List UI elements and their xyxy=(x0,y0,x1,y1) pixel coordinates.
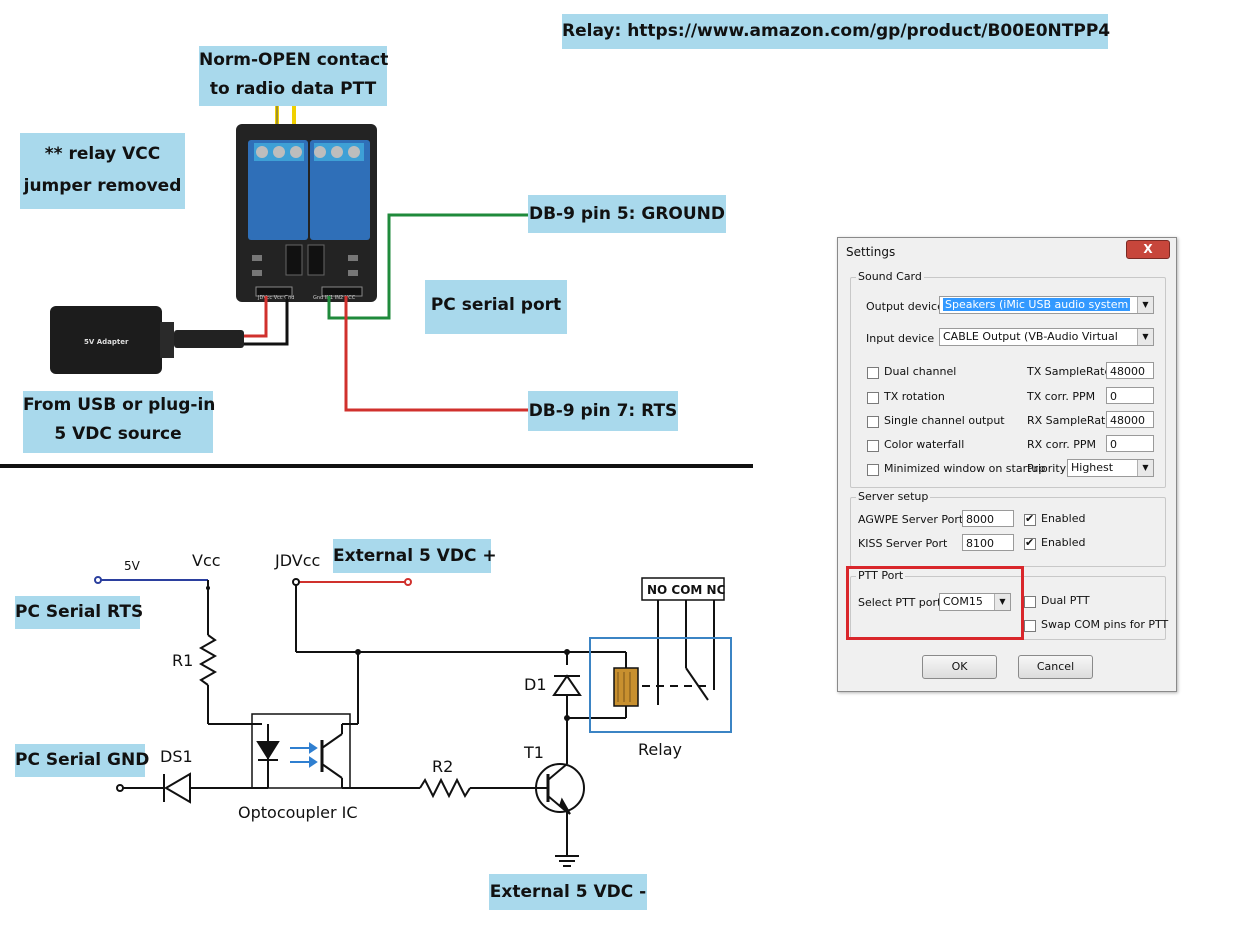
usb-source-label: From USB or plug-in 5 VDC source xyxy=(23,391,216,453)
label-optocoupler: Optocoupler IC xyxy=(238,803,358,822)
single-channel-checkbox[interactable] xyxy=(867,416,879,428)
dialog-title: Settings xyxy=(846,245,896,259)
single-channel-label: Single channel output xyxy=(884,414,1005,427)
ext-5vdc-plus-label: External 5 VDC + xyxy=(333,539,497,573)
tx-corr-label: TX corr. PPM xyxy=(1027,390,1096,403)
norm-open-label: Norm-OPEN contact to radio data PTT xyxy=(199,46,389,106)
tx-samplerate-input[interactable]: 48000 xyxy=(1106,362,1154,379)
output-device-value: Speakers (iMic USB audio system xyxy=(943,298,1131,311)
agwpe-label: AGWPE Server Port xyxy=(858,513,964,526)
label-relay: Relay xyxy=(638,740,682,759)
ptt-port-value: COM15 xyxy=(943,595,983,608)
tx-samplerate-label: TX SampleRate xyxy=(1027,365,1112,378)
label-t1: T1 xyxy=(523,743,544,762)
priority-select[interactable]: Highest ▼ xyxy=(1067,459,1154,477)
close-button[interactable]: X xyxy=(1126,240,1170,259)
norm-open-line-2: to radio data PTT xyxy=(209,79,377,99)
dual-ptt-label: Dual PTT xyxy=(1041,594,1090,607)
dual-channel-label: Dual channel xyxy=(884,365,957,378)
kiss-label: KISS Server Port xyxy=(858,537,948,550)
label-no-com-nc: NO COM NC xyxy=(647,583,726,597)
cancel-button[interactable]: Cancel xyxy=(1018,655,1093,679)
priority-label: Priority xyxy=(1027,462,1067,475)
input-device-label: Input device xyxy=(866,332,935,345)
kiss-enabled-checkbox[interactable] xyxy=(1024,536,1036,550)
label-r1: R1 xyxy=(172,651,193,670)
ext-5vdc-minus-label: External 5 VDC - xyxy=(489,874,647,910)
chevron-down-icon: ▼ xyxy=(994,594,1010,610)
server-setup-group: Server setup xyxy=(850,490,1166,567)
output-device-label: Output device xyxy=(866,300,944,313)
color-waterfall-checkbox[interactable] xyxy=(867,440,879,452)
agwpe-enabled-label: Enabled xyxy=(1041,512,1086,525)
label-5v: 5V xyxy=(124,559,141,573)
input-device-value: CABLE Output (VB-Audio Virtual xyxy=(943,330,1118,343)
rx-samplerate-label: RX SampleRate xyxy=(1027,414,1113,427)
jumper-line-2: jumper removed xyxy=(23,176,182,196)
rx-samplerate-input[interactable]: 48000 xyxy=(1106,411,1154,428)
norm-open-line-1: Norm-OPEN contact xyxy=(199,50,389,70)
pc-serial-gnd-label: PC Serial GND xyxy=(15,744,149,777)
pc-serial-rts-label: PC Serial RTS xyxy=(15,596,143,629)
select-ptt-label: Select PTT port xyxy=(858,596,942,609)
adapter-red-wire xyxy=(244,296,268,338)
ptt-port-highlight xyxy=(846,566,1024,640)
schematic xyxy=(94,576,725,867)
tx-rotation-checkbox[interactable] xyxy=(867,392,879,404)
rx-corr-label: RX corr. PPM xyxy=(1027,438,1097,451)
label-ds1: DS1 xyxy=(160,747,193,766)
ptt-port-select[interactable]: COM15 ▼ xyxy=(939,593,1011,611)
chevron-down-icon: ▼ xyxy=(1137,460,1153,476)
db9-pin7-label: DB-9 pin 7: RTS xyxy=(528,391,678,431)
minimized-label: Minimized window on startup xyxy=(884,462,1046,475)
db9-pin5-label: DB-9 pin 5: GROUND xyxy=(528,195,726,233)
priority-value: Highest xyxy=(1071,461,1114,474)
dual-ptt-checkbox[interactable] xyxy=(1024,596,1036,608)
rts-red-wire xyxy=(344,296,528,412)
settings-dialog: Settings X Sound Card Output device Spea… xyxy=(837,237,1177,692)
agwpe-enabled-checkbox[interactable] xyxy=(1024,512,1036,526)
swap-com-label: Swap COM pins for PTT xyxy=(1041,618,1169,631)
tx-corr-input[interactable]: 0 xyxy=(1106,387,1154,404)
chevron-down-icon: ▼ xyxy=(1137,297,1153,313)
output-device-select[interactable]: Speakers (iMic USB audio system ▼ xyxy=(939,296,1154,314)
rx-corr-input[interactable]: 0 xyxy=(1106,435,1154,452)
ground-green-wire xyxy=(327,213,528,320)
adapter-black-wire xyxy=(244,296,289,346)
sound-card-title: Sound Card xyxy=(856,270,924,283)
adapter-label: 5V Adapter xyxy=(84,338,129,346)
jumper-label: ** relay VCC jumper removed xyxy=(20,133,185,209)
module-pins-right: Gnd IN1 IN2 VCC xyxy=(313,295,356,301)
color-waterfall-label: Color waterfall xyxy=(884,438,965,451)
relay-link-label: Relay: https://www.amazon.com/gp/product… xyxy=(562,14,1110,49)
ptt-port-title: PTT Port xyxy=(856,569,906,582)
tx-rotation-label: TX rotation xyxy=(884,390,945,403)
dual-channel-checkbox[interactable] xyxy=(867,367,879,379)
label-jdvcc: JDVcc xyxy=(274,551,320,570)
kiss-port-input[interactable]: 8100 xyxy=(962,534,1014,551)
module-pins-left: JDVcc Vcc Gnd xyxy=(257,295,294,301)
relay-outline xyxy=(589,637,732,733)
jumper-line-1: ** relay VCC xyxy=(44,144,161,164)
server-setup-title: Server setup xyxy=(856,490,931,503)
label-r2: R2 xyxy=(432,757,453,776)
usb-line-1: From USB or plug-in xyxy=(23,395,216,415)
label-vcc: Vcc xyxy=(192,551,221,570)
input-device-select[interactable]: CABLE Output (VB-Audio Virtual ▼ xyxy=(939,328,1154,346)
usb-line-2: 5 VDC source xyxy=(54,424,182,444)
pc-serial-port-label: PC serial port xyxy=(425,280,567,334)
relay-module-photo xyxy=(236,124,377,302)
usb-adapter-photo xyxy=(50,306,244,374)
sound-card-group: Sound Card xyxy=(850,270,1166,488)
ok-button[interactable]: OK xyxy=(922,655,997,679)
kiss-enabled-label: Enabled xyxy=(1041,536,1086,549)
swap-com-checkbox[interactable] xyxy=(1024,620,1036,632)
agwpe-port-input[interactable]: 8000 xyxy=(962,510,1014,527)
chevron-down-icon: ▼ xyxy=(1137,329,1153,345)
minimized-checkbox[interactable] xyxy=(867,464,879,476)
label-d1: D1 xyxy=(524,675,547,694)
